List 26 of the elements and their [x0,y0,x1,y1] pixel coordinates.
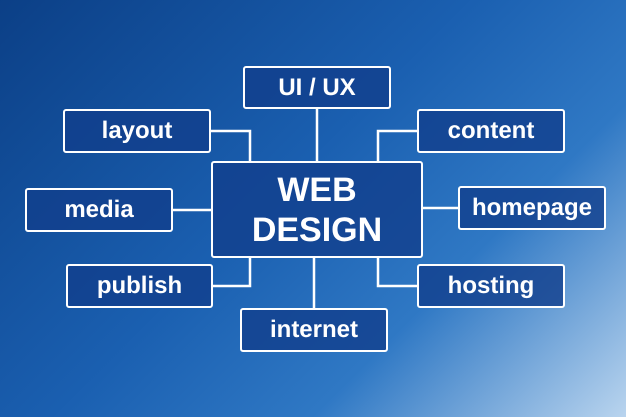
connector-line [312,258,316,308]
title-text: WEB DESIGN [250,170,384,250]
topic-label: layout [102,119,172,143]
central-topic-box [211,161,423,258]
topic-box [66,264,213,308]
topic-box [63,109,211,153]
topic-label: content [448,119,534,143]
topic-label: internet [270,318,358,342]
topic-box [243,66,391,109]
topic-box [240,308,388,352]
connector-line [376,258,417,288]
connector-line [213,258,252,288]
topic-box [417,109,565,153]
connector-line [211,130,252,161]
topic-label: media [64,198,134,222]
topic-label: UI / UX [278,76,356,100]
connector-line [173,208,211,212]
topic-label: homepage [472,196,592,220]
topic-label: publish [96,274,182,298]
connector-line [423,206,458,210]
topic-box [417,264,565,308]
connector-line [316,109,318,161]
topic-box [458,186,606,230]
connector-line [376,130,417,161]
topic-box [25,188,173,232]
topic-label: hosting [448,274,534,298]
